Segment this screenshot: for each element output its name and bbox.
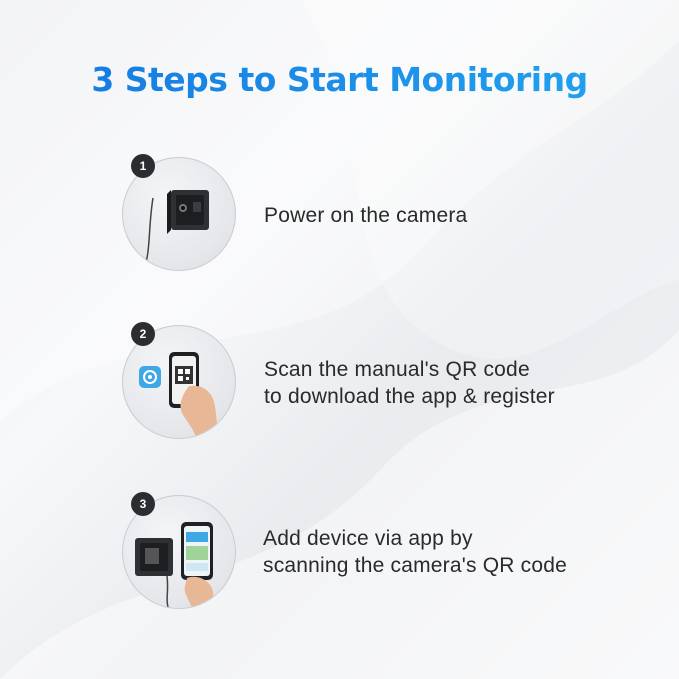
step-2-line-2: to download the app & register [264, 385, 555, 408]
step-3-text: Add device via app by scanning the camer… [263, 525, 567, 579]
step-1: 1 Power on the camera [0, 154, 679, 277]
step-3: 3 Add device via app by scanning the cam… [0, 492, 679, 615]
camera-phone-icon [135, 522, 215, 608]
step-1-text: Power on the camera [264, 202, 467, 229]
step-2-line-1: Scan the manual's QR code [264, 358, 530, 381]
step-3-line-1: Add device via app by [263, 527, 473, 550]
step-2-text: Scan the manual's QR code to download th… [264, 356, 555, 410]
page-title: 3 Steps to Start Monitoring [0, 60, 679, 99]
step-1-number-badge: 1 [131, 154, 155, 178]
step-3-number-badge: 3 [131, 492, 155, 516]
camera-icon [142, 190, 209, 270]
step-3-line-2: scanning the camera's QR code [263, 554, 567, 577]
phone-qr-icon [139, 352, 219, 438]
step-2: 2 Scan the manual's QR code to download … [0, 322, 679, 445]
step-2-number-badge: 2 [131, 322, 155, 346]
step-2-illustration [122, 325, 236, 439]
step-1-line-1: Power on the camera [264, 204, 468, 227]
